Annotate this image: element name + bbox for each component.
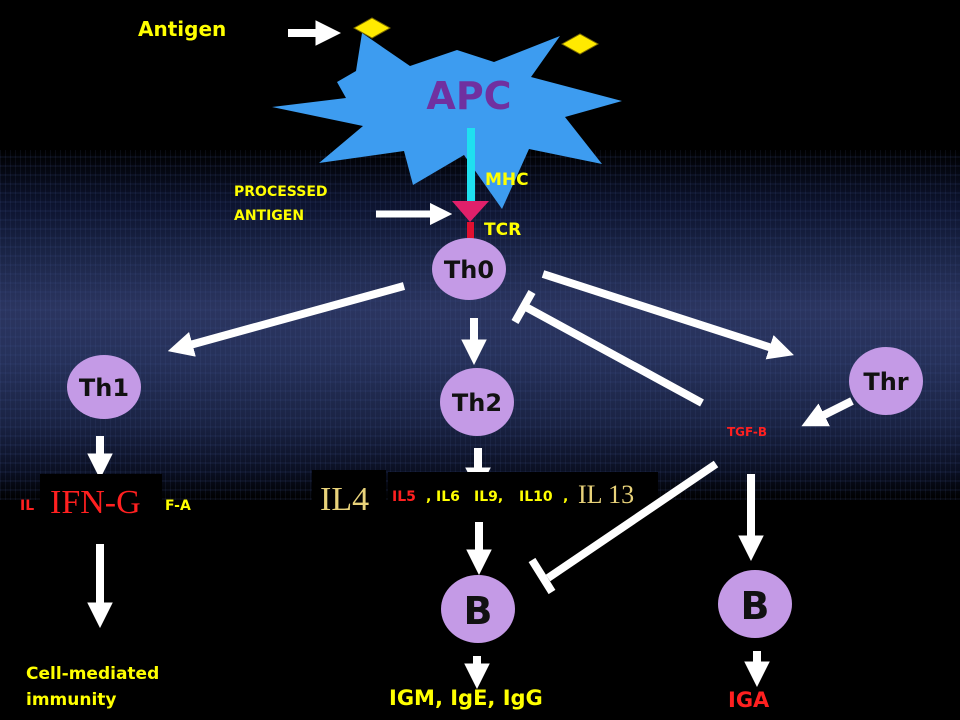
il13-separator: , xyxy=(563,489,568,505)
thr-label: Thr xyxy=(863,368,908,396)
arrow-thr-to-tgfb xyxy=(801,397,854,427)
b-cell-right-label: B xyxy=(741,584,770,628)
antigen-diamond-2 xyxy=(560,33,600,55)
arrow-th0-to-th1 xyxy=(167,282,406,357)
b-cell-left-label: B xyxy=(464,589,493,633)
il4-label: IL4 xyxy=(320,481,369,518)
th0-label: Th0 xyxy=(444,256,494,284)
processed-antigen-label-line2: ANTIGEN xyxy=(234,208,304,224)
th0-cell xyxy=(432,238,506,300)
thr-cell xyxy=(849,347,923,415)
th2-cytokine-list-box xyxy=(388,472,658,516)
mhc-label: MHC xyxy=(485,170,529,190)
antibodies-left-label: IGM, IgE, IgG xyxy=(389,686,543,710)
th2-cytokine-list: IL5 , IL6 IL9, IL10 , xyxy=(392,489,568,505)
cell-mediated-label-line1: Cell-mediated xyxy=(26,664,159,684)
apc-starburst xyxy=(272,33,622,209)
cell-mediated-label-line2: immunity xyxy=(26,690,117,710)
processed-antigen-label-line1: PROCESSED xyxy=(234,184,328,200)
mhc-bar xyxy=(467,128,475,202)
il6-separator: , xyxy=(426,489,431,505)
th1-fa-label: F-A xyxy=(165,498,191,514)
tgf-b-label: TGF-B xyxy=(727,425,767,439)
il13-label: IL 13 xyxy=(578,480,634,509)
ifn-g-label: IFN-G xyxy=(50,484,141,521)
th2-label: Th2 xyxy=(452,389,502,417)
inhibition-bar-th0 xyxy=(511,290,536,324)
inhibition-line-to-b xyxy=(545,460,719,582)
inhibition-bar-b xyxy=(528,557,556,595)
tcr-label: TCR xyxy=(484,220,521,240)
il4-label-box xyxy=(312,470,386,524)
il9-label: IL9, xyxy=(474,489,503,505)
antibodies-right-label: IGA xyxy=(728,688,770,712)
th1-il-label: IL xyxy=(20,498,34,514)
tcr-receptor xyxy=(452,201,489,222)
b-cell-right xyxy=(718,570,792,638)
th2-cell xyxy=(440,368,514,436)
arrow-th0-to-thr xyxy=(541,270,794,360)
apc-label: APC xyxy=(426,74,511,118)
th1-label: Th1 xyxy=(79,374,129,402)
ifn-g-label-box xyxy=(40,474,162,522)
antigen-label: Antigen xyxy=(138,17,226,41)
tcr-stem xyxy=(467,222,474,240)
th1-cell xyxy=(67,355,141,419)
inhibition-line-to-th0 xyxy=(522,302,704,407)
il10-label: IL10 xyxy=(519,489,553,505)
b-cell-left xyxy=(441,575,515,643)
il6-label: IL6 xyxy=(436,489,460,505)
antigen-diamond-1 xyxy=(352,17,392,39)
il5-label: IL5 xyxy=(392,489,416,505)
